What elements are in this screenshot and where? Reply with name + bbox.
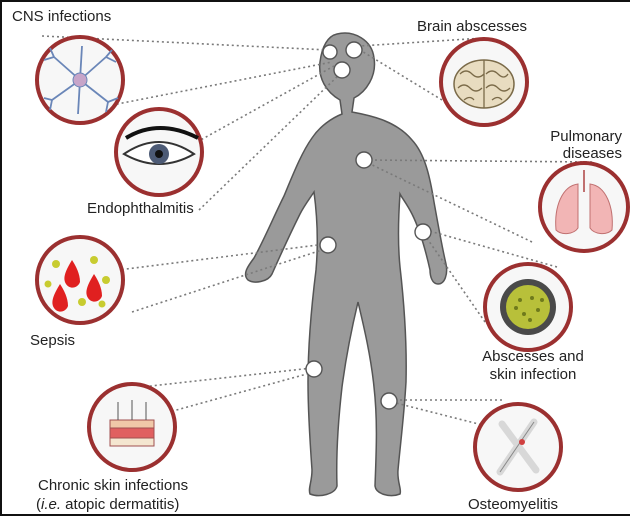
bone-icon bbox=[475, 404, 561, 490]
eye-icon bbox=[116, 109, 202, 195]
label-atopic-rest: atopic dermatitis) bbox=[61, 496, 179, 513]
label-brain-abscesses: Brain abscesses bbox=[417, 18, 527, 35]
label-diseases: diseases bbox=[563, 145, 622, 162]
label-osteomyelitis: Osteomyelitis bbox=[468, 496, 558, 513]
skin-layers-icon bbox=[89, 384, 175, 470]
label-skin-infection: skin infection bbox=[458, 366, 608, 383]
lungs-icon bbox=[540, 163, 628, 251]
label-endophthalmitis: Endophthalmitis bbox=[87, 200, 194, 217]
neuron-icon bbox=[37, 37, 123, 123]
label-atopic-dermatitis: (i.e. atopic dermatitis) bbox=[36, 496, 179, 513]
label-sepsis: Sepsis bbox=[30, 332, 75, 349]
abscess-icon bbox=[485, 264, 571, 350]
label-ie-italic: i.e. bbox=[41, 496, 61, 513]
brain-icon bbox=[441, 39, 527, 125]
blood-cells-icon bbox=[37, 237, 123, 323]
label-cns-infections: CNS infections bbox=[12, 8, 111, 25]
label-abscesses: Abscesses and bbox=[458, 348, 608, 365]
label-chronic-skin: Chronic skin infections bbox=[38, 477, 188, 494]
label-pulmonary: Pulmonary bbox=[550, 128, 622, 145]
